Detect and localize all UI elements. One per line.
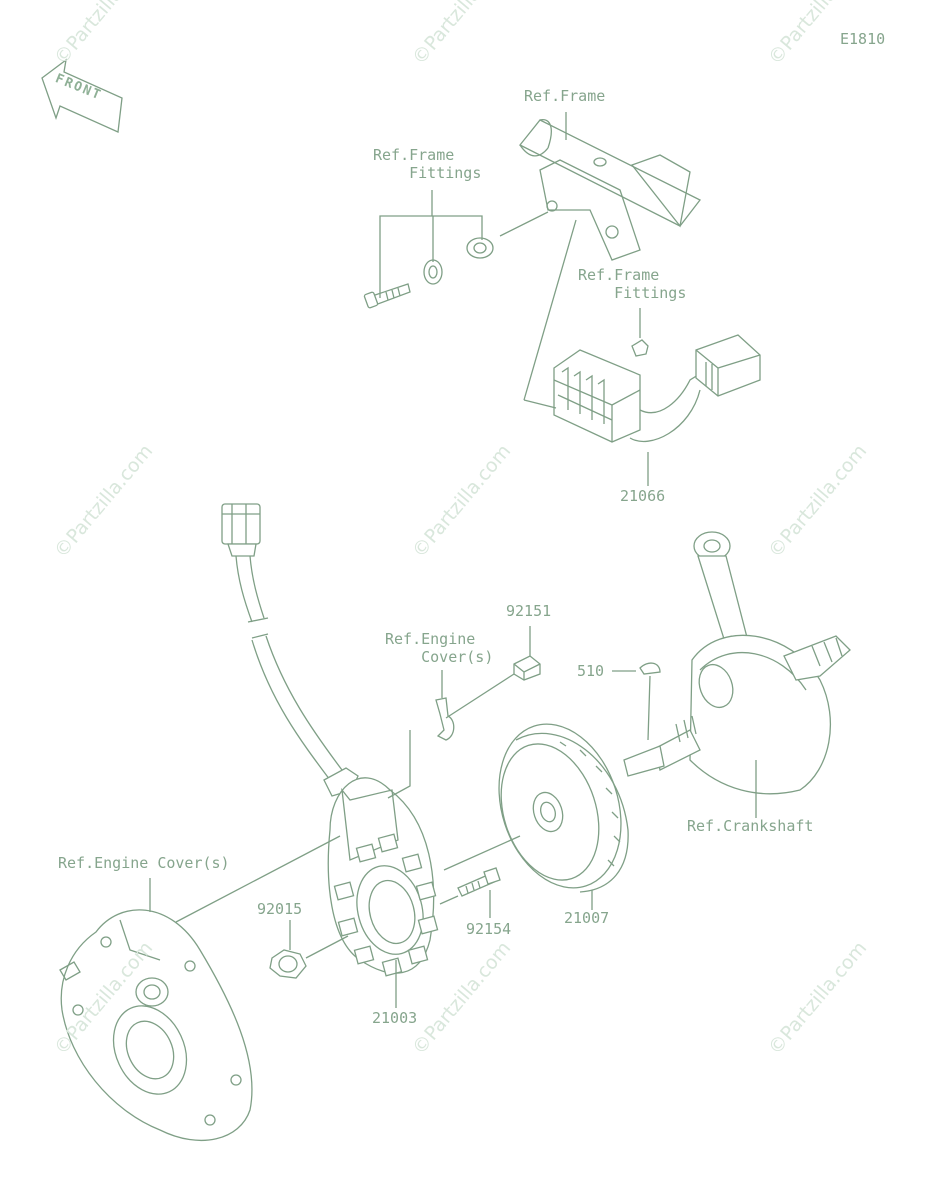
fitting-to-frame-line [499, 211, 549, 237]
wire-clip-icon [435, 697, 455, 741]
stator-to-flywheel-line [443, 835, 521, 871]
woodruff-key-icon [639, 662, 661, 675]
regulator-mount-line [523, 399, 557, 409]
stator-harness-icon [221, 503, 359, 797]
label-ref-frame-fittings-a: Ref.Frame Fittings [373, 146, 482, 182]
label-part-92015: 92015 [257, 900, 303, 918]
nut-92015-icon [269, 949, 307, 979]
bolt-92154-line [439, 895, 459, 905]
label-part-21007: 21007 [564, 909, 610, 927]
frame-fitting-collar-icon [466, 237, 494, 259]
label-part-510: 510 [577, 662, 605, 680]
label-part-92154: 92154 [466, 920, 512, 938]
regulator-rectifier-icon [553, 334, 761, 443]
frame-illustration [518, 118, 701, 261]
label-part-21066: 21066 [620, 487, 666, 505]
label-ref-frame-fittings-b: Ref.Frame Fittings [578, 266, 687, 302]
crankshaft-icon [623, 531, 851, 795]
label-part-21003: 21003 [372, 1009, 418, 1027]
clip-to-bolt-line [445, 673, 515, 719]
label-ref-engine-cover-clip: Ref.Engine Cover(s) [385, 630, 494, 666]
cover-to-stator-line [175, 835, 341, 923]
label-part-92151: 92151 [506, 602, 552, 620]
frame-fitting-washer-icon [423, 259, 443, 285]
bolt-92151-icon [513, 655, 541, 681]
label-ref-frame: Ref.Frame [524, 87, 606, 105]
clip-to-stator-line [387, 730, 411, 799]
key-to-crank-line [647, 675, 651, 741]
nut-to-stator-line [305, 935, 349, 959]
bolt-92154-icon [457, 867, 501, 897]
diagram-code: E1810 [840, 30, 886, 48]
frame-fitting-bolt-icon [363, 283, 411, 309]
regulator-to-frame-line [523, 219, 577, 401]
frame-fittings-bracket [379, 215, 483, 298]
label-ref-engine-cover: Ref.Engine Cover(s) [58, 854, 230, 872]
front-arrow-icon [41, 58, 123, 133]
stator-icon [327, 777, 439, 977]
engine-cover-icon [59, 909, 253, 1142]
flywheel-rotor-icon [498, 723, 629, 893]
label-ref-crankshaft: Ref.Crankshaft [687, 817, 814, 835]
